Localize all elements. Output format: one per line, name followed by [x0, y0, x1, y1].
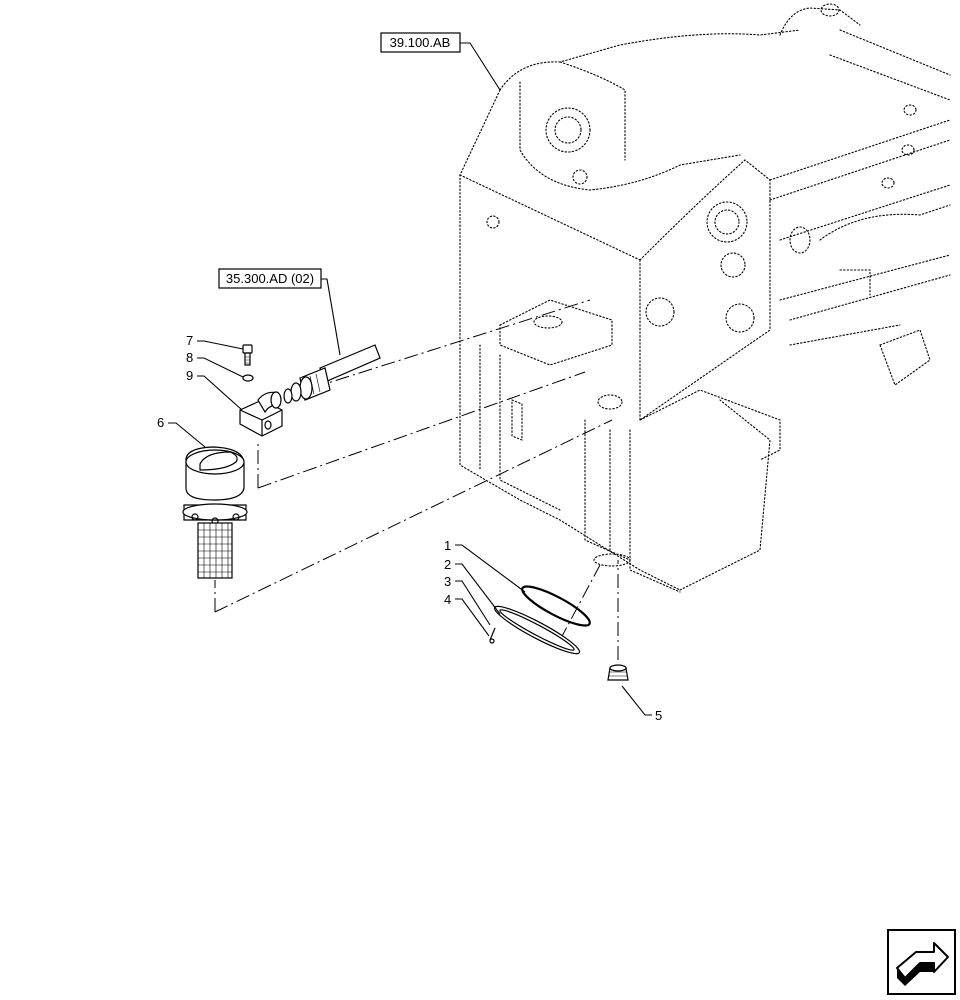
washer — [242, 374, 254, 382]
callout-3: 3 — [444, 574, 491, 626]
ref-box-hose[interactable]: 35.300.AD (02) — [218, 268, 322, 289]
ref-box-frame[interactable]: 39.100.AB — [380, 32, 461, 53]
callout-6-label: 6 — [157, 415, 164, 430]
callout-7-label: 7 — [186, 333, 193, 348]
hose — [283, 344, 381, 404]
callout-4-label: 4 — [444, 592, 451, 607]
drain-plug — [607, 664, 629, 681]
ref-hose-label: 35.300.AD (02) — [226, 271, 314, 286]
callout-9-label: 9 — [186, 368, 193, 383]
callout-5: 5 — [621, 685, 662, 723]
callout-1-label: 1 — [444, 538, 451, 553]
callout-7: 7 — [186, 333, 244, 350]
callout-1: 1 — [444, 538, 526, 593]
assembly-lines — [214, 299, 619, 660]
callout-3-label: 3 — [444, 574, 451, 589]
callout-8: 8 — [186, 350, 244, 378]
callout-5-label: 5 — [655, 708, 662, 723]
callout-2-label: 2 — [444, 557, 451, 572]
callout-4: 4 — [444, 592, 490, 637]
elbow-fitting — [239, 391, 283, 437]
ref-frame-label: 39.100.AB — [390, 35, 451, 50]
chassis-frame — [459, 3, 951, 593]
callout-2: 2 — [444, 557, 501, 615]
screw — [242, 344, 253, 366]
filter-breather — [182, 446, 248, 579]
callout-8-label: 8 — [186, 350, 193, 365]
callout-9: 9 — [186, 368, 243, 411]
next-page-arrow-icon[interactable] — [887, 929, 956, 995]
callout-6: 6 — [157, 415, 206, 448]
cover-screw — [489, 627, 496, 644]
o-ring — [521, 585, 591, 627]
cover-plate — [493, 605, 581, 655]
